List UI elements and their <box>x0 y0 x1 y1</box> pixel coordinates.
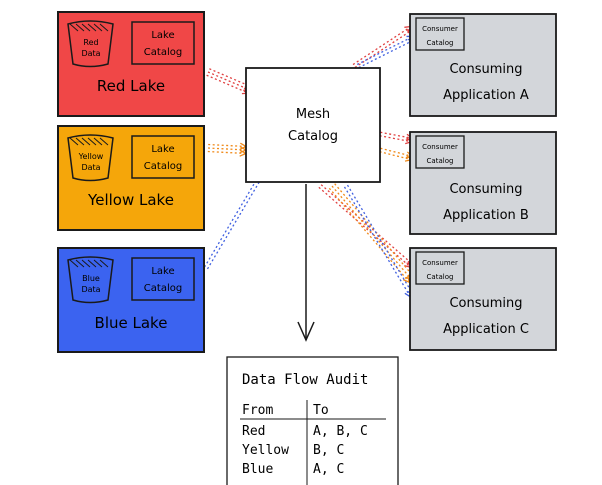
flow-yellow-to-app-c <box>334 183 416 279</box>
flow-yellow-to-app-b <box>379 151 412 161</box>
flow-blue-to-app-c <box>346 184 415 296</box>
red-lake-title: Red Lake <box>97 77 165 95</box>
flow-red-to-app-b <box>380 131 413 139</box>
data-flow-audit-card: Data Flow Audit From To Red A, B, C Yell… <box>226 356 399 485</box>
audit-row-red-from: Red <box>242 424 265 439</box>
yellow-lake-catalog-label-1: Lake <box>151 144 174 155</box>
flow-red-to-app-b <box>379 135 412 143</box>
consumer-catalog-a[interactable]: Consumer Catalog <box>415 17 465 51</box>
consuming-application-b-node[interactable]: Consumer Catalog Consuming Application B <box>409 131 557 235</box>
consumer-catalog-b[interactable]: Consumer Catalog <box>415 135 465 169</box>
red-lake-catalog[interactable]: Lake Catalog <box>131 21 195 65</box>
red-data-label-2: Data <box>81 49 100 58</box>
audit-row: Yellow B, C <box>242 443 344 458</box>
audit-row-yellow-to: B, C <box>313 443 344 458</box>
flow-blue-to-mesh <box>203 172 262 268</box>
flow-yellow-to-mesh <box>207 150 246 155</box>
audit-title: Data Flow Audit <box>242 372 368 388</box>
consuming-application-c-node[interactable]: Consumer Catalog Consuming Application C <box>409 247 557 351</box>
yellow-data-bucket-icon: Yellow Data <box>67 134 114 182</box>
red-data-label-1: Red <box>83 38 98 47</box>
audit-row-yellow-from: Yellow <box>242 443 289 458</box>
flow-red-to-app-c <box>320 184 414 266</box>
audit-header-from: From <box>242 403 273 418</box>
yellow-lake-node[interactable]: Yellow Data Lake Catalog Yellow Lake <box>57 125 205 231</box>
audit-row: Red A, B, C <box>242 424 368 439</box>
flow-yellow-to-app-b <box>380 147 413 157</box>
consuming-application-b-label-1: Consuming <box>449 182 522 197</box>
consuming-application-c-label-1: Consuming <box>449 296 522 311</box>
flow-blue-to-app-a <box>358 38 416 69</box>
flow-red-to-mesh <box>206 74 249 94</box>
consumer-catalog-c-label-1: Consumer <box>422 259 458 267</box>
flow-yellow-to-mesh <box>207 147 247 151</box>
audit-header-to: To <box>313 403 329 418</box>
flow-yellow-to-app-c <box>331 185 413 281</box>
blue-lake-catalog-label-1: Lake <box>151 266 174 277</box>
yellow-lake-title: Yellow Lake <box>87 191 174 209</box>
consuming-application-b-label-2: Application B <box>443 208 529 223</box>
flow-red-to-app-c <box>318 186 412 268</box>
consumer-catalog-a-label-2: Catalog <box>427 39 454 47</box>
red-lake-catalog-label-2: Catalog <box>144 47 182 58</box>
consuming-application-c-label-2: Application C <box>443 322 529 337</box>
audit-row: Blue A, C <box>242 462 344 477</box>
consuming-application-a-label-1: Consuming <box>449 62 522 77</box>
blue-lake-title: Blue Lake <box>95 314 168 332</box>
yellow-data-label-2: Data <box>81 163 100 172</box>
red-lake-catalog-label-1: Lake <box>151 30 174 41</box>
flow-blue-to-app-a <box>356 35 414 66</box>
audit-row-blue-from: Blue <box>242 462 273 477</box>
blue-data-label-1: Blue <box>82 274 100 283</box>
red-data-bucket-icon: Red Data <box>67 20 114 68</box>
consumer-catalog-c[interactable]: Consumer Catalog <box>415 251 465 285</box>
blue-lake-catalog-label-2: Catalog <box>144 283 182 294</box>
audit-row-red-to: A, B, C <box>313 424 368 439</box>
mesh-catalog-label-2: Catalog <box>288 129 338 144</box>
flow-red-to-mesh <box>207 71 251 91</box>
flow-yellow-to-mesh <box>208 143 247 148</box>
consumer-catalog-b-label-2: Catalog <box>427 157 454 165</box>
flow-red-to-mesh <box>209 68 252 88</box>
consuming-application-a-label-2: Application A <box>443 88 529 103</box>
yellow-lake-catalog[interactable]: Lake Catalog <box>131 135 195 179</box>
flow-blue-to-mesh <box>206 174 265 270</box>
consumer-catalog-b-label-1: Consumer <box>422 143 458 151</box>
red-lake-node[interactable]: Red Data Lake Catalog Red Lake <box>57 11 205 117</box>
blue-data-bucket-icon: Blue Data <box>67 256 114 304</box>
yellow-lake-catalog-label-2: Catalog <box>144 161 182 172</box>
audit-arrow <box>297 184 315 342</box>
mesh-catalog-node[interactable]: Mesh Catalog <box>245 67 381 183</box>
yellow-data-label-1: Yellow <box>78 152 104 161</box>
flow-yellow-to-app-c <box>328 187 410 283</box>
blue-data-label-2: Data <box>81 285 100 294</box>
flow-blue-to-app-c <box>343 186 412 298</box>
blue-lake-node[interactable]: Blue Data Lake Catalog Blue Lake <box>57 247 205 353</box>
flow-red-to-app-a <box>352 25 412 66</box>
blue-lake-catalog[interactable]: Lake Catalog <box>131 257 195 301</box>
flow-red-to-app-a <box>354 28 414 69</box>
consuming-application-a-node[interactable]: Consumer Catalog Consuming Application A <box>409 13 557 117</box>
audit-row-blue-to: A, C <box>313 462 344 477</box>
mesh-catalog-label-1: Mesh <box>296 107 330 122</box>
consumer-catalog-a-label-1: Consumer <box>422 25 458 33</box>
consumer-catalog-c-label-2: Catalog <box>427 273 454 281</box>
